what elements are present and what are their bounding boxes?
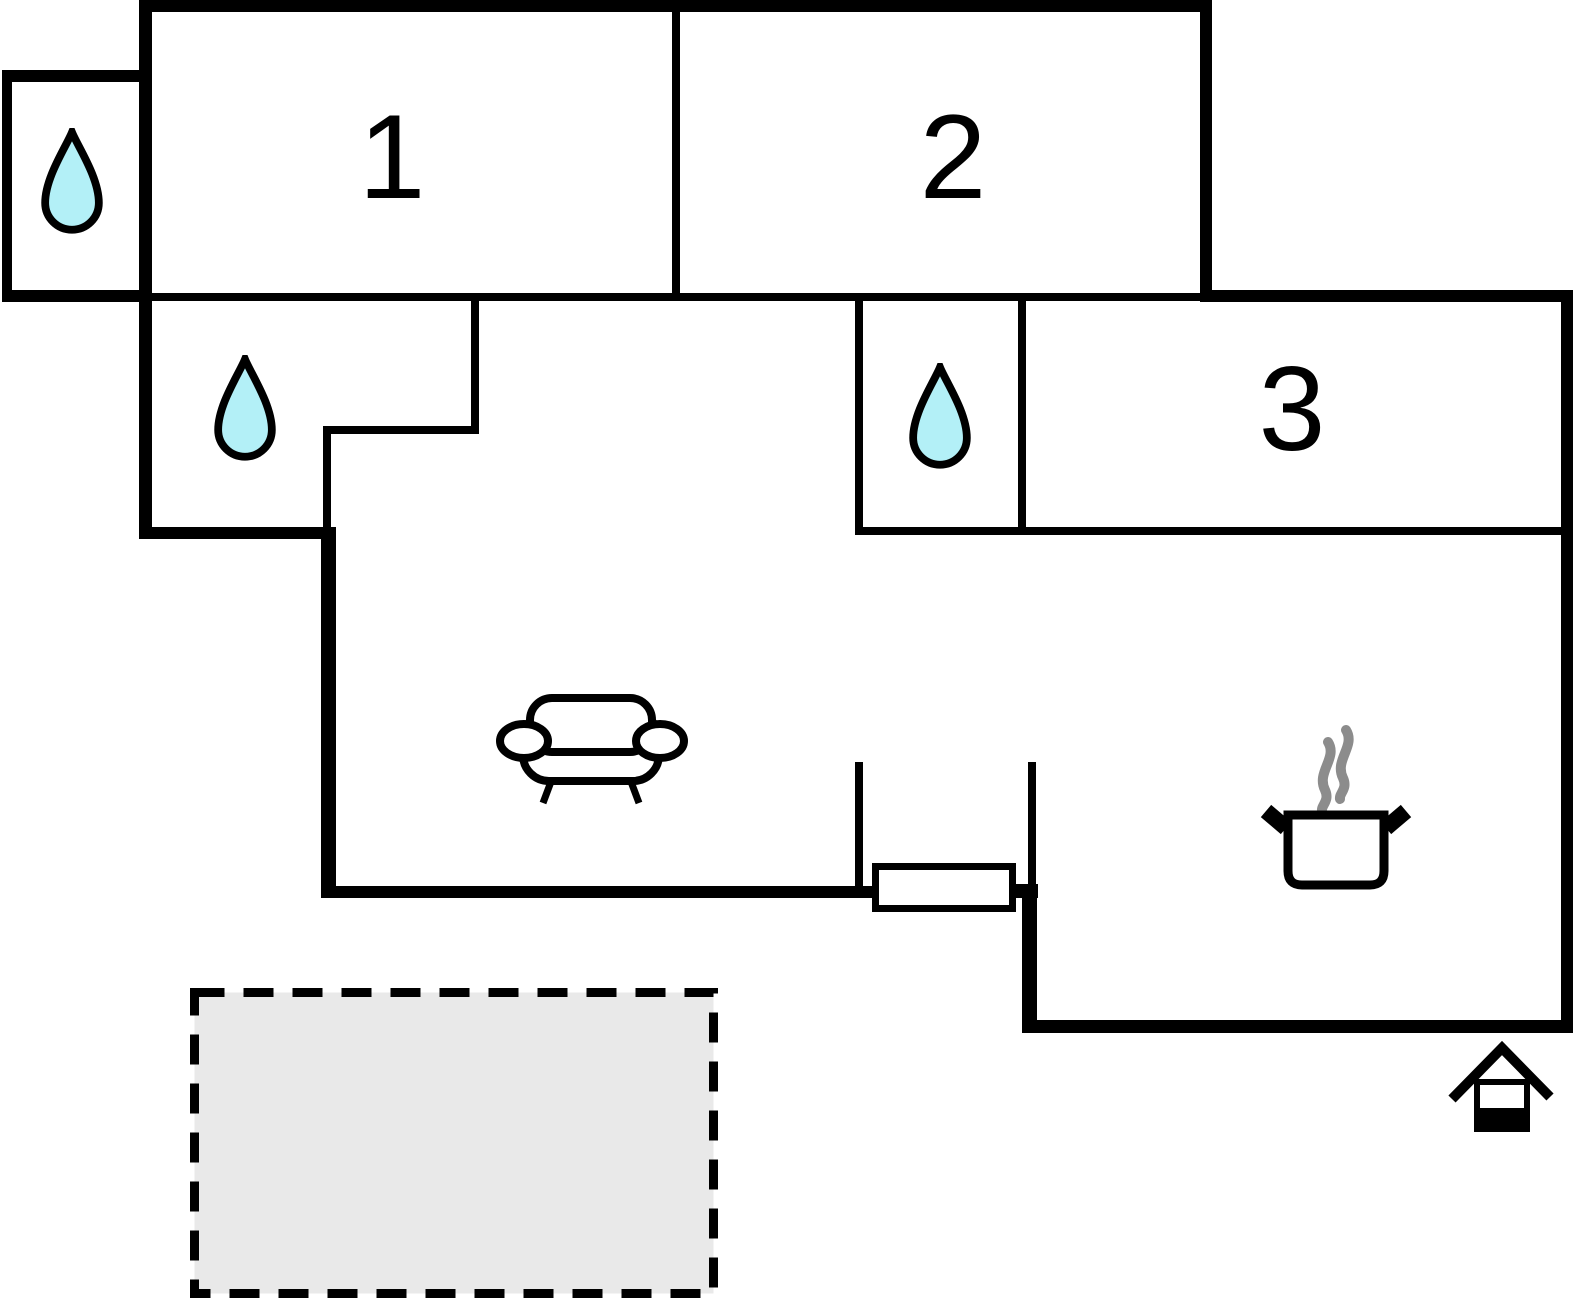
wall-segment	[855, 293, 863, 535]
walls	[2, 0, 1573, 1033]
wall-segment	[1018, 293, 1026, 535]
wall-segment	[139, 527, 335, 539]
room-1-label: 1	[359, 90, 426, 224]
wall-segment	[323, 426, 331, 531]
wall-segment	[321, 527, 336, 898]
wall-segment	[2, 70, 152, 82]
wall-segment	[1022, 886, 1037, 1033]
door	[872, 863, 1016, 912]
wall-segment	[855, 527, 1561, 535]
room-2-label: 2	[920, 90, 987, 224]
room-3-label: 3	[1259, 342, 1326, 476]
wall-segment	[672, 0, 680, 301]
wall-segment	[2, 70, 12, 302]
wall-segment	[139, 0, 152, 539]
cooking-pot-icon	[1260, 725, 1412, 890]
wall-segment	[1028, 762, 1036, 888]
wall-segment	[1561, 290, 1573, 1033]
sofa-icon	[496, 694, 688, 805]
wall-segment	[471, 293, 479, 434]
wall-segment	[855, 762, 863, 894]
wall-segment	[2, 290, 152, 302]
house-entrance-icon	[1448, 1040, 1554, 1132]
steam-icon	[1316, 725, 1354, 816]
wall-segment	[334, 886, 878, 898]
wall-segment	[1022, 1020, 1573, 1033]
wall-segment	[323, 426, 478, 434]
wall-segment	[1200, 0, 1212, 302]
wall-segment	[1200, 290, 1573, 302]
terrace-area	[190, 988, 718, 1298]
